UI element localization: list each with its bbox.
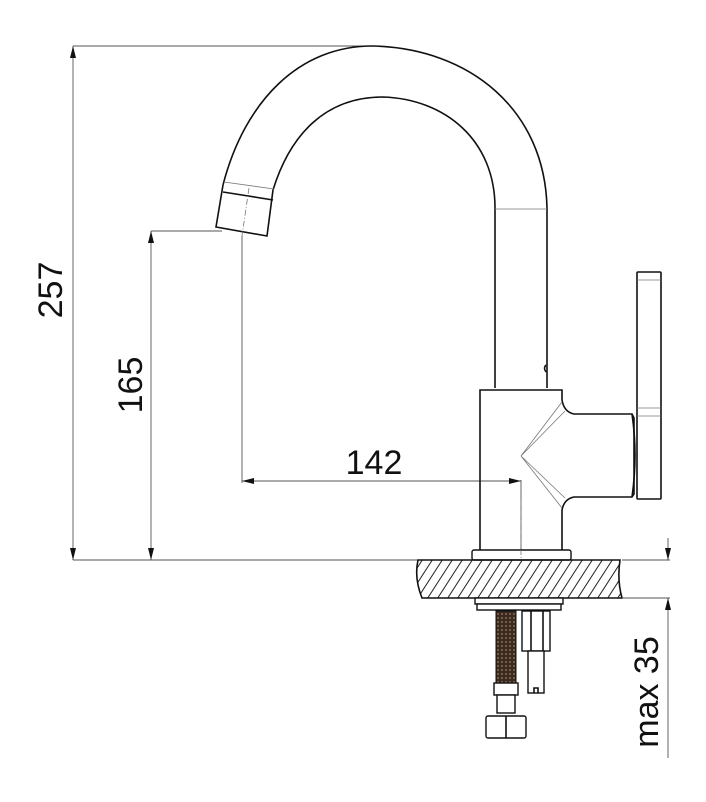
- dimension-label-142: 142: [346, 444, 403, 482]
- dimension-label-257: 257: [32, 262, 70, 319]
- faucet-body: [471, 271, 662, 561]
- hose-sleeve: [496, 694, 516, 714]
- arrow-right-icon: [509, 478, 521, 484]
- braided-hose: [495, 610, 517, 684]
- dimension-total-height: 257: [32, 45, 480, 561]
- threaded-stud-top: [521, 610, 551, 652]
- dimension-max-deck-thickness: max 35: [622, 538, 671, 758]
- mounting-nut: [476, 603, 562, 611]
- dimension-outlet-height: 165: [112, 230, 222, 560]
- arrow-up-icon: [70, 46, 76, 58]
- riser-mark: [543, 364, 547, 373]
- dimension-label-max-35: max 35: [628, 636, 666, 748]
- base-flange: [471, 549, 572, 561]
- lever-handle: [636, 271, 662, 500]
- arrow-down-icon: [70, 548, 76, 560]
- arrow-up-icon: [665, 598, 671, 610]
- dimension-reach: 142: [241, 236, 522, 555]
- dimension-label-165: 165: [112, 357, 150, 414]
- arrow-up-icon: [148, 231, 154, 243]
- lock-washer: [474, 597, 564, 605]
- arrow-down-icon: [148, 548, 154, 560]
- under-deck-fittings: [474, 597, 564, 739]
- arrow-down-icon: [665, 548, 671, 560]
- aerator: [215, 181, 275, 237]
- arrow-left-icon: [242, 478, 254, 484]
- threaded-stud-end: [527, 650, 545, 694]
- cartridge-cap: [631, 413, 636, 498]
- spout: [215, 45, 548, 388]
- hose-ferrule: [493, 682, 519, 696]
